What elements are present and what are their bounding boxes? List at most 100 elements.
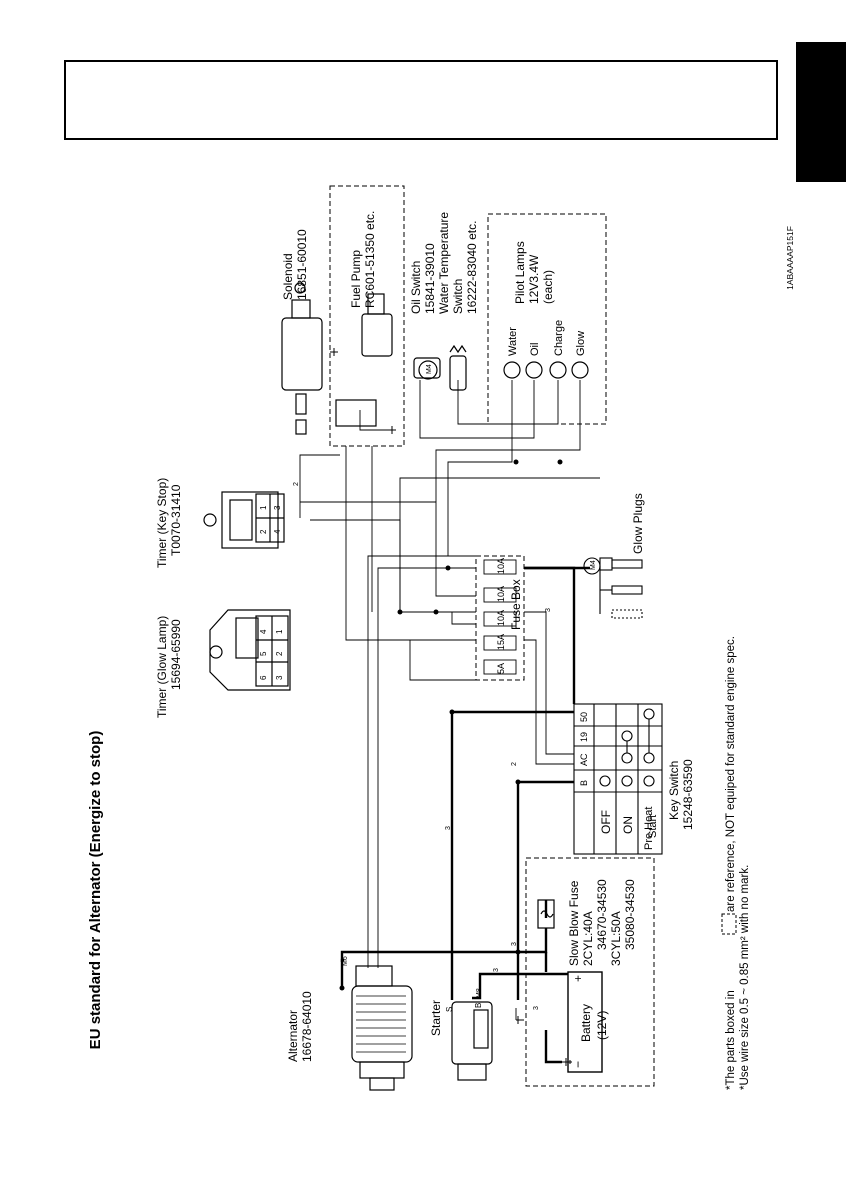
- wire-size: 3: [445, 826, 452, 830]
- pilot-lamps-note: (each): [541, 270, 555, 304]
- key-switch-table: [573, 703, 663, 855]
- fuse-rating: 10A: [496, 610, 506, 626]
- pilot-lamp-glow: Glow: [575, 331, 587, 356]
- glow-plugs-label: Glow Plugs: [631, 493, 645, 554]
- wire-size: 2: [511, 762, 518, 766]
- wire-key-50-starter: [450, 710, 574, 1000]
- starter-s-terminal: S: [445, 1007, 454, 1012]
- timer-key-pin: 1: [259, 505, 268, 510]
- fuse-rating: 5A: [496, 663, 506, 674]
- header-box: [64, 60, 778, 140]
- fuse-rating: 10A: [496, 586, 506, 602]
- section-tab: [796, 42, 846, 182]
- sender-symbols: [413, 344, 467, 391]
- fuse-box-label: Fuse Box: [509, 579, 523, 630]
- wire-alternator-charge: [377, 567, 476, 968]
- key-switch-label: Key Switch: [667, 761, 681, 820]
- wire-timer-key-b: [300, 501, 476, 597]
- timer-glow-pin: 4: [259, 629, 268, 634]
- pilot-lamp-oil: Oil: [529, 343, 541, 356]
- pilot-lamps-label: Pilot Lamps: [513, 241, 527, 304]
- key-terminal-b: B: [579, 780, 589, 786]
- reference-box-pilot-lamps: [487, 213, 607, 425]
- fuse-box-fuses: [483, 559, 517, 675]
- fuel-pump-symbol: [335, 293, 393, 427]
- wire-lamp-bus: [399, 477, 600, 612]
- starter-symbol: [451, 1001, 493, 1081]
- key-position-off: OFF: [599, 810, 613, 834]
- footnote-2: *Use wire size 0.5 ~ 0.85 mm² with no ma…: [739, 865, 751, 1090]
- key-terminal-ac: AC: [579, 753, 589, 766]
- pilot-lamp-water: Water: [507, 327, 519, 356]
- junction-dot: [513, 459, 519, 465]
- junction-dot: [515, 949, 521, 955]
- battery-voltage: (12V): [595, 1011, 609, 1040]
- key-terminal-50: 50: [579, 712, 589, 722]
- oil-switch-part: 15841-39010: [423, 243, 437, 314]
- slow-blow-fuse-line4: 35080-34530: [623, 879, 637, 950]
- timer-glow-pin: 2: [275, 651, 284, 656]
- wire-size: 2: [293, 482, 300, 486]
- wire-fuse-link: [451, 612, 476, 625]
- wire-battery-ground: [544, 1030, 562, 1064]
- junction-dot: [449, 709, 455, 715]
- starter-label: Starter: [429, 1000, 443, 1036]
- wire-timer-glow-ground: [409, 640, 476, 681]
- timer-glow-label: Timer (Glow Lamp): [155, 616, 169, 718]
- wire-size: 3: [493, 968, 500, 972]
- wire-fuel-ground: [359, 410, 388, 431]
- footnote-1-start: *The parts boxed in: [725, 990, 737, 1090]
- slow-blow-fuse-line1: 2CYL:40A: [581, 911, 595, 966]
- key-terminal-19: 19: [579, 732, 589, 742]
- wire-size: 3: [533, 1006, 540, 1010]
- alternator-label: Alternator: [286, 1010, 300, 1062]
- alternator-terminal-mark: M6: [342, 956, 349, 966]
- water-temp-switch-part: 16222-83040 etc.: [465, 221, 479, 314]
- timer-key-stop-label: Timer (Key Stop): [155, 478, 169, 568]
- timer-glow-pin: 3: [275, 675, 284, 680]
- junction-dot: [515, 779, 521, 785]
- pilot-lamp-symbols: [503, 361, 589, 379]
- wire-solenoid-timer: [299, 454, 340, 518]
- oil-switch-label: Oil Switch: [409, 261, 423, 314]
- solenoid-symbol: [281, 282, 323, 435]
- wire-size: 3: [511, 942, 518, 946]
- fuse-rating: 10A: [496, 558, 506, 574]
- slow-blow-fuse-symbol: [537, 899, 555, 929]
- key-position-preheat: Pre Heat: [643, 807, 655, 850]
- ground-symbols: [330, 348, 572, 1066]
- wire-water-temp-lamp: [457, 380, 559, 425]
- glow-plug-symbols: [583, 557, 643, 619]
- fuel-pump-label: Fuel Pump: [349, 250, 363, 308]
- battery-symbol: [567, 971, 603, 1073]
- starter-b-terminal: B: [474, 1003, 483, 1008]
- wire-starter-battery: [472, 972, 568, 1000]
- starter-b-mark: M8: [476, 988, 483, 998]
- pilot-lamps-spec: 12V3.4W: [527, 254, 541, 304]
- reference-box-fuel-pump: [329, 185, 405, 447]
- battery-minus: −: [571, 1061, 585, 1068]
- wire-alternator-fuse: [367, 555, 476, 968]
- wire-oil-lamp: [419, 380, 535, 439]
- wire-water-lamp: [447, 380, 513, 556]
- timer-glow-pin: 6: [259, 675, 268, 680]
- timer-glow-pin: 1: [275, 629, 284, 634]
- junction-dot: [397, 609, 403, 615]
- wire-fuse-ac: [524, 611, 574, 755]
- diagram-title: EU standard for Alternator (Energize to …: [87, 731, 104, 1050]
- key-position-start: Start: [647, 815, 659, 838]
- pilot-lamp-charge: Charge: [553, 320, 565, 356]
- junction-dot: [557, 459, 563, 465]
- reference-box-battery-fuse: [525, 857, 655, 1087]
- timer-key-stop-part: T0070-31410: [169, 484, 183, 556]
- water-temp-switch-label-2: Switch: [451, 279, 465, 314]
- slow-blow-fuse-line2: 34670-34530: [595, 879, 609, 950]
- wire-timer-key-a: [310, 519, 476, 613]
- slow-blow-fuse-line3: 3CYL:50A: [609, 911, 623, 966]
- key-position-on: ON: [621, 816, 635, 834]
- battery-plus: +: [571, 975, 585, 982]
- alternator-symbol: [351, 965, 413, 1091]
- key-switch-part: 15248-63590: [681, 759, 695, 830]
